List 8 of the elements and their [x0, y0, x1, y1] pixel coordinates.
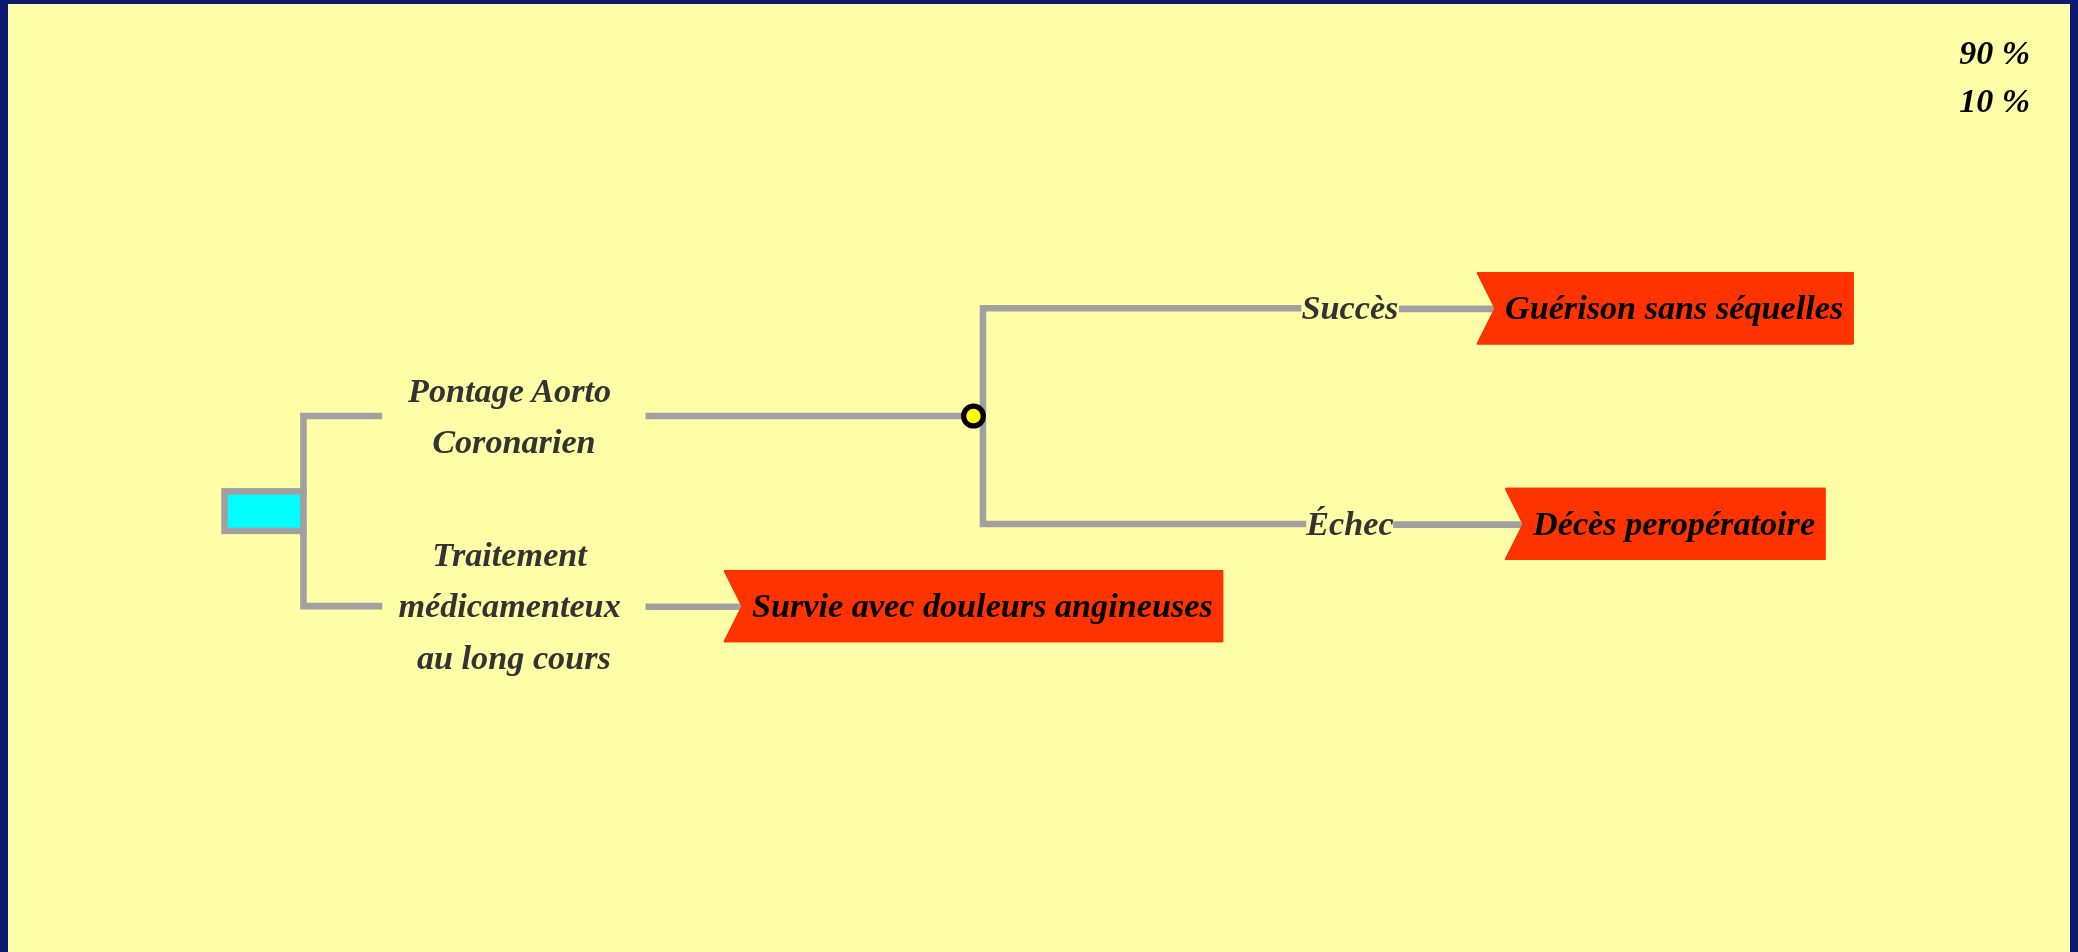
probability-label: 10 % — [1959, 82, 2030, 120]
node-circle — [961, 403, 987, 429]
edge-label: Succès — [1301, 289, 1399, 328]
edge-label: Traitement médicamenteux au long cours — [398, 535, 621, 677]
edge-label: Pontage Aorto Coronarien — [408, 371, 612, 461]
edge-label: Échec — [1306, 504, 1394, 544]
probability-label: 90 % — [1959, 34, 2030, 72]
node-box — [221, 488, 307, 535]
